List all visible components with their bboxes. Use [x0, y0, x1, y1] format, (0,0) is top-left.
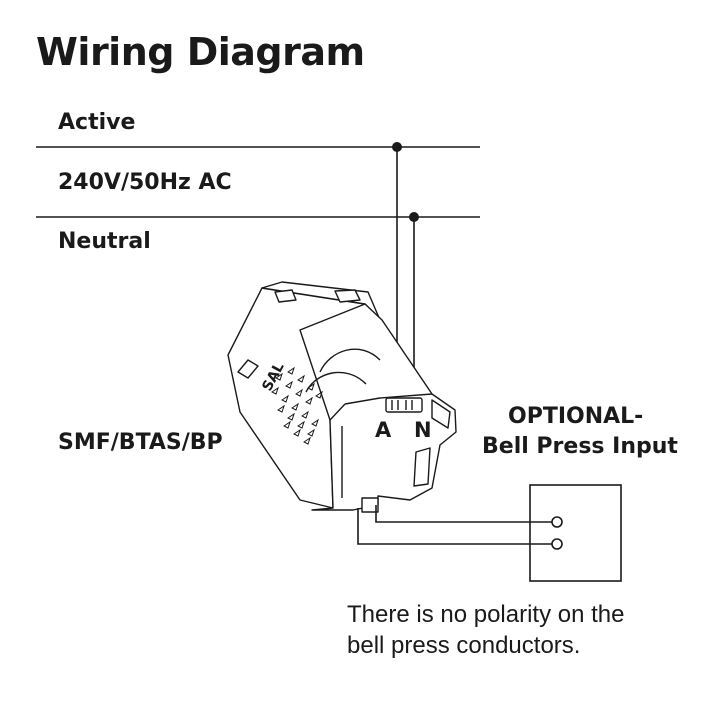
device-face-curve: [319, 348, 381, 373]
terminal-n-label: N: [414, 418, 432, 442]
bell-press-label-line1: OPTIONAL-: [508, 404, 644, 429]
bell-press-terminal-1: [551, 516, 563, 528]
voltage-label: 240V/50Hz AC: [58, 170, 232, 195]
device-top-clip-2: [334, 289, 361, 303]
device-rim-line: [329, 403, 346, 421]
bell-wire-upper: [375, 505, 557, 523]
timer-device: [227, 281, 457, 513]
polarity-note-line1: There is no polarity on the: [347, 601, 625, 628]
device-front-rim: [344, 393, 433, 405]
device-side-clip: [237, 359, 259, 379]
device-model-label: SMF/BTAS/BP: [58, 430, 223, 455]
page-title: Wiring Diagram: [36, 30, 365, 74]
device-right-clip-2: [413, 447, 431, 487]
terminal-a-label: A: [375, 418, 392, 442]
device-vent-pattern: [271, 366, 323, 445]
device-top-clip-1: [274, 289, 297, 303]
device-right-clip-1: [431, 399, 451, 429]
terminal-block: [385, 397, 423, 413]
bell-press-label-line2: Bell Press Input: [482, 434, 678, 459]
bell-press-terminal-2: [551, 538, 563, 550]
neutral-junction-dot: [409, 212, 419, 222]
active-junction-dot: [392, 142, 402, 152]
active-label: Active: [58, 110, 136, 135]
device-bottom-tab: [361, 497, 379, 513]
polarity-note-line2: bell press conductors.: [347, 632, 581, 659]
bell-press-box: [529, 484, 622, 582]
bell-wire-lower: [357, 508, 557, 545]
neutral-label: Neutral: [58, 229, 151, 254]
